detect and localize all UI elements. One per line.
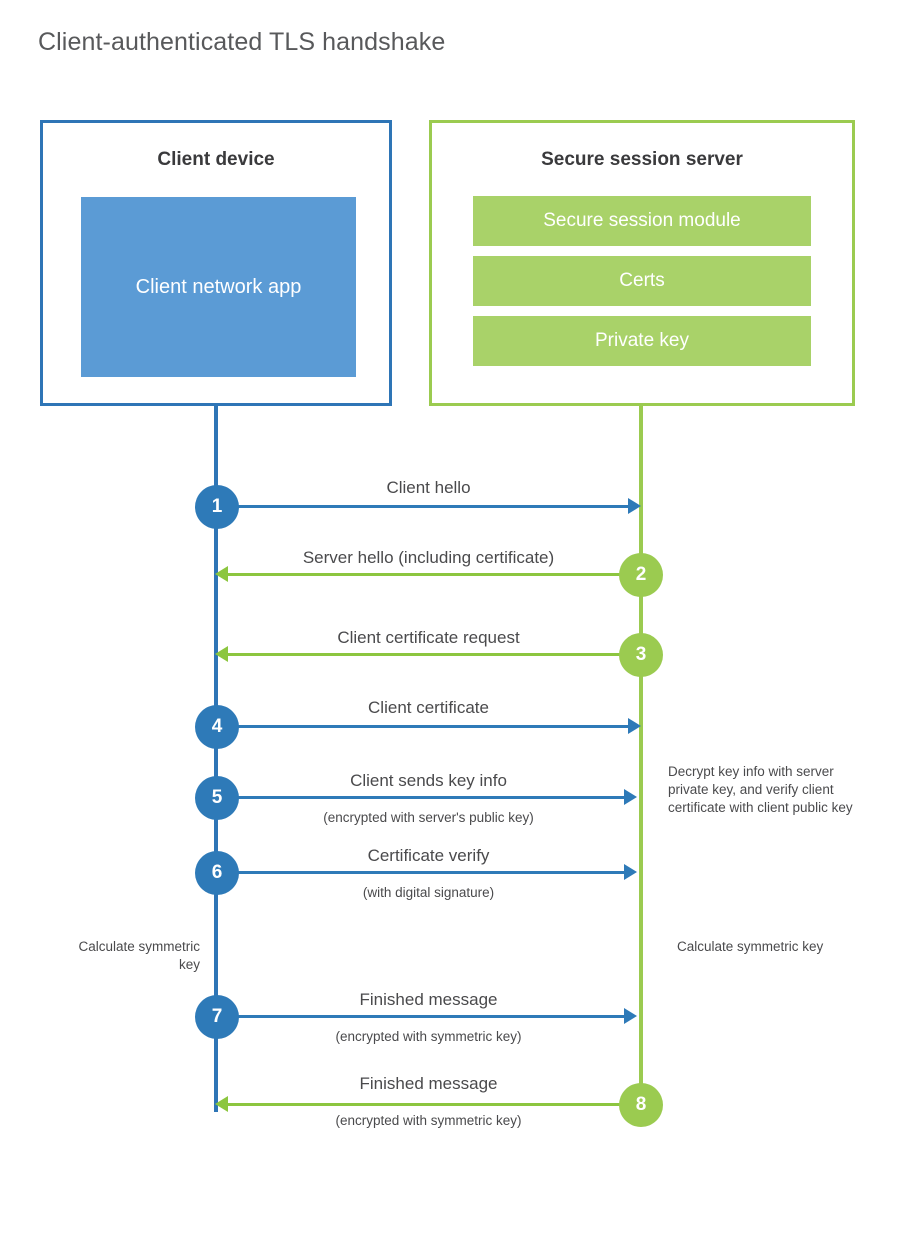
client-device-box: Client device Client network app [40,120,392,406]
client-device-title: Client device [157,149,275,170]
step-2-arrow-head [215,566,228,582]
step-2-circle[interactable]: 2 [619,553,663,597]
server-component-secure-session-module: Secure session module [473,196,811,246]
step-8-arrow-head [215,1096,228,1112]
step-2-label: Server hello (including certificate) [302,548,555,567]
step-8-arrow-line [228,1103,641,1106]
step-4-label: Client certificate [368,698,489,717]
step-7-arrow-line [216,1015,625,1018]
step-4-arrow-line [216,725,629,728]
server-component-certs: Certs [473,256,811,306]
step-6-arrow-head [624,864,637,880]
server-decrypt-note: Decrypt key info with server private key… [668,764,853,815]
step-5-arrow-head [624,789,637,805]
page-title: Client-authenticated TLS handshake [38,28,446,56]
step-8-circle[interactable]: 8 [619,1083,663,1127]
client-network-app-block: Client network app [81,197,356,377]
step-3-circle[interactable]: 3 [619,633,663,677]
server-component-list: Secure session module Certs Private key [473,196,811,376]
step-3-label: Client certificate request [337,628,520,647]
step-8-sublabel: (encrypted with symmetric key) [335,1113,522,1128]
step-7-sublabel: (encrypted with symmetric key) [335,1029,522,1044]
step-5-sublabel: (encrypted with server's public key) [323,810,534,825]
step-8-label: Finished message [359,1074,498,1093]
server-calculate-symmetric-key-note: Calculate symmetric key [677,939,824,954]
step-6-sublabel: (with digital signature) [362,885,495,900]
step-7-arrow-head [624,1008,637,1024]
step-4-arrow-head [628,718,641,734]
step-5-arrow-line [216,796,625,799]
server-lifeline [639,406,643,1106]
step-5-circle[interactable]: 5 [195,776,239,820]
client-calculate-symmetric-key-note: Calculate symmetric key [78,939,200,972]
step-3-arrow-line [228,653,641,656]
step-2-arrow-line [228,573,641,576]
step-5-label: Client sends key info [350,771,507,790]
step-1-arrow-head [628,498,641,514]
step-6-circle[interactable]: 6 [195,851,239,895]
secure-session-server-title: Secure session server [541,149,743,170]
secure-session-server-box: Secure session server Secure session mod… [429,120,855,406]
step-1-label: Client hello [386,478,471,497]
step-3-arrow-head [215,646,228,662]
step-4-circle[interactable]: 4 [195,705,239,749]
step-1-circle[interactable]: 1 [195,485,239,529]
client-lifeline [214,406,218,1112]
client-network-app-label: Client network app [135,275,302,298]
step-6-arrow-line [216,871,625,874]
server-component-private-key: Private key [473,316,811,366]
step-7-label: Finished message [359,990,498,1009]
step-6-label: Certificate verify [367,846,490,865]
step-7-circle[interactable]: 7 [195,995,239,1039]
step-1-arrow-line [216,505,629,508]
